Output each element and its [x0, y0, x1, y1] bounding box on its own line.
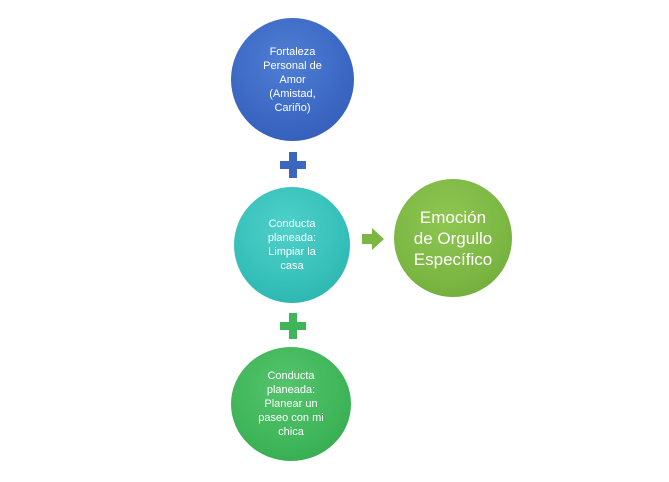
plus-icon	[280, 313, 306, 339]
plus-icon	[280, 152, 306, 178]
strength-circle: Fortaleza Personal de Amor (Amistad, Car…	[231, 18, 354, 141]
emotion-circle: Emoción de Orgullo Específico	[394, 179, 512, 297]
behavior-outing-label: Conducta planeada: Planear un paseo con …	[258, 370, 324, 438]
strength-label: Fortaleza Personal de Amor (Amistad, Car…	[263, 45, 322, 114]
behavior-outing-circle: Conducta planeada: Planear un paseo con …	[231, 347, 351, 461]
emotion-label: Emoción de Orgullo Específico	[413, 207, 493, 269]
arrow-right-icon	[362, 228, 384, 250]
behavior-cleaning-label: Conducta planeada: Limpiar la casa	[267, 218, 317, 272]
behavior-cleaning-circle: Conducta planeada: Limpiar la casa	[234, 187, 350, 303]
